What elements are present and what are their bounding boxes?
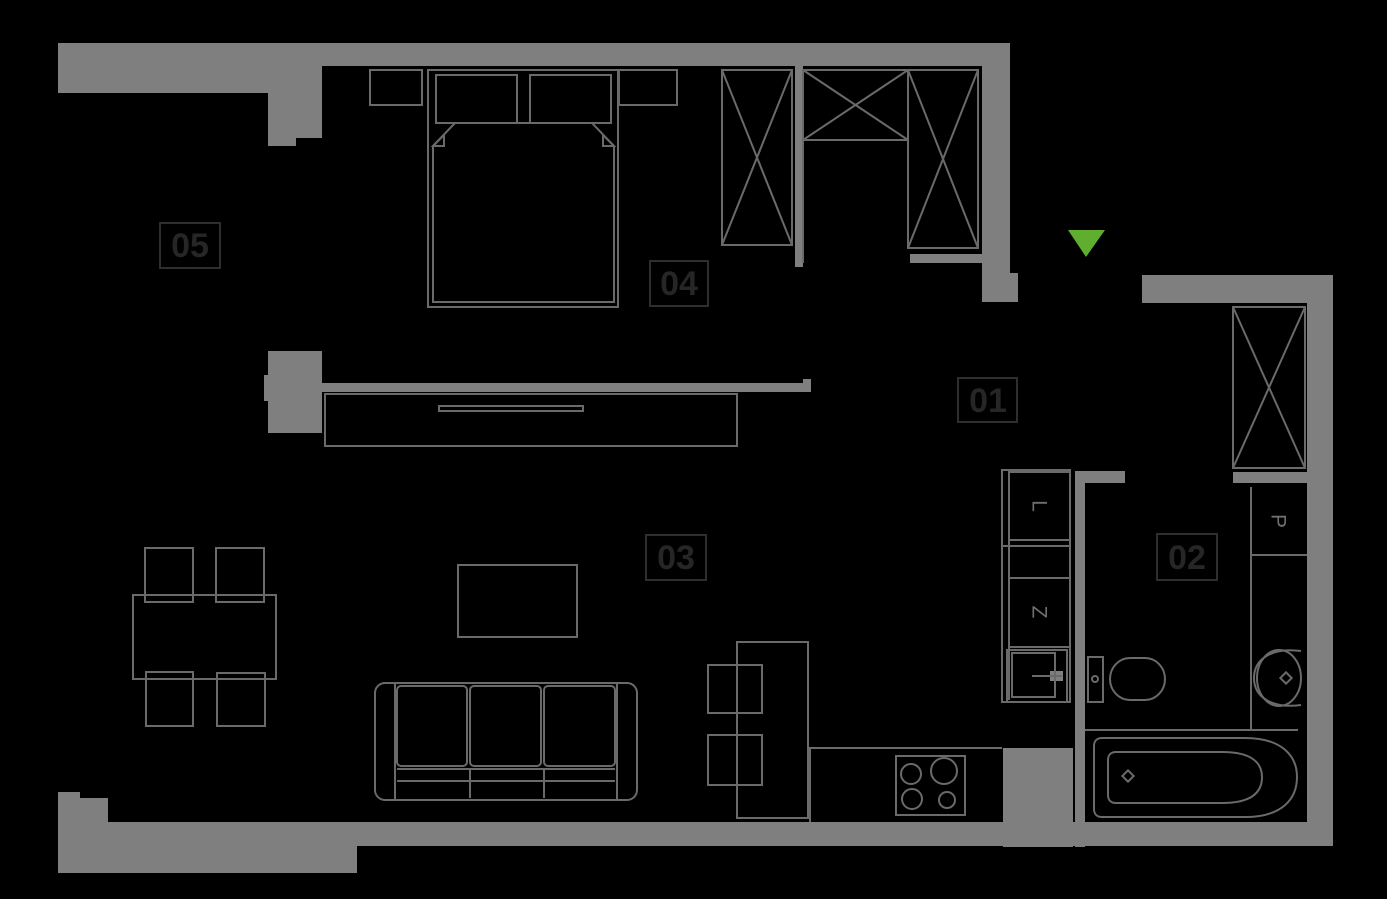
wall-bathroom-left <box>1075 471 1085 847</box>
wall-kitchen-corner-block <box>1003 748 1073 847</box>
burner <box>901 788 923 810</box>
room-label-03-text: 03 <box>657 539 695 577</box>
nightstand-left <box>369 69 423 106</box>
bathtub <box>1093 737 1299 818</box>
wall-wardrobe-stub <box>795 62 803 267</box>
room-label-05: 05 <box>159 222 221 269</box>
room-label-01-text: 01 <box>969 382 1007 420</box>
dining-chair <box>215 547 265 603</box>
wall-bathroom-top-stub <box>1075 471 1125 483</box>
burner <box>938 791 956 809</box>
dishwasher-letter: Z <box>1028 606 1051 619</box>
room-label-02-text: 02 <box>1168 539 1206 577</box>
wall-right <box>1307 275 1333 846</box>
entry-closet <box>1232 306 1306 469</box>
wall-entry-closet-band <box>1233 472 1307 483</box>
mattress-fold-left <box>430 132 445 147</box>
dishwasher-cabinet <box>1008 577 1071 648</box>
bar-table <box>736 641 809 819</box>
kitchen-counter <box>809 747 1002 822</box>
bed <box>427 69 619 308</box>
coffee-table <box>457 564 578 638</box>
wall-top <box>268 43 1010 66</box>
fridge-cabinet <box>1008 471 1071 541</box>
wall-entry-top-right <box>1142 275 1333 303</box>
tub-faucet-icon <box>1120 768 1136 784</box>
wardrobe-left <box>721 69 793 246</box>
wall-entry-jamb-left <box>982 273 1018 302</box>
wall-wardrobe-band <box>910 254 982 263</box>
wall-living-pier <box>268 351 322 433</box>
wall-04-03-divider-end <box>803 379 811 392</box>
dining-table <box>132 594 277 680</box>
burner <box>900 763 922 785</box>
basin-faucet-icon <box>1278 670 1294 686</box>
wardrobe-right <box>907 69 979 249</box>
room-label-04: 04 <box>649 260 709 307</box>
sideboard <box>324 393 738 447</box>
dining-chair <box>144 547 194 603</box>
room-labels: 01 02 03 04 05 <box>159 222 1218 581</box>
wall-05-04-pier-notch <box>268 138 296 146</box>
wall-living-pier-notch <box>264 375 268 401</box>
sideboard-inner-line <box>438 405 584 412</box>
wall-bedroom-right <box>982 66 1010 302</box>
burner <box>930 757 958 785</box>
room-label-01: 01 <box>957 377 1018 423</box>
walls <box>58 43 1333 873</box>
wall-05-04-pier <box>268 66 322 138</box>
dining-chair <box>216 672 266 727</box>
toilet-flush-button <box>1091 675 1099 683</box>
room-label-04-text: 04 <box>660 265 698 303</box>
entrance-arrow-icon <box>1068 230 1105 257</box>
stove <box>895 755 966 816</box>
bar-stool <box>707 734 763 786</box>
mattress-fold-right <box>602 132 617 147</box>
fridge-letter: L <box>1028 500 1051 512</box>
toilet <box>1087 656 1166 703</box>
toilet-tank <box>1087 656 1104 703</box>
room-label-03: 03 <box>645 534 707 581</box>
sofa <box>374 682 638 801</box>
wall-bottom <box>108 822 1333 846</box>
wall-top-left <box>58 43 268 93</box>
dining-chair <box>145 671 194 727</box>
sink-cabinet <box>1006 649 1068 703</box>
appliance-letters: L Z P <box>1028 500 1290 618</box>
washbasin <box>1252 649 1302 707</box>
washer-letter: P <box>1267 514 1290 528</box>
toilet-bowl <box>1109 657 1166 701</box>
bar-stool <box>707 664 763 714</box>
wall-04-03-divider <box>322 383 808 392</box>
room-label-02: 02 <box>1156 533 1218 581</box>
room-label-05-text: 05 <box>171 227 209 265</box>
furniture <box>132 69 1307 822</box>
kitchen-cabinets <box>1001 469 1071 703</box>
